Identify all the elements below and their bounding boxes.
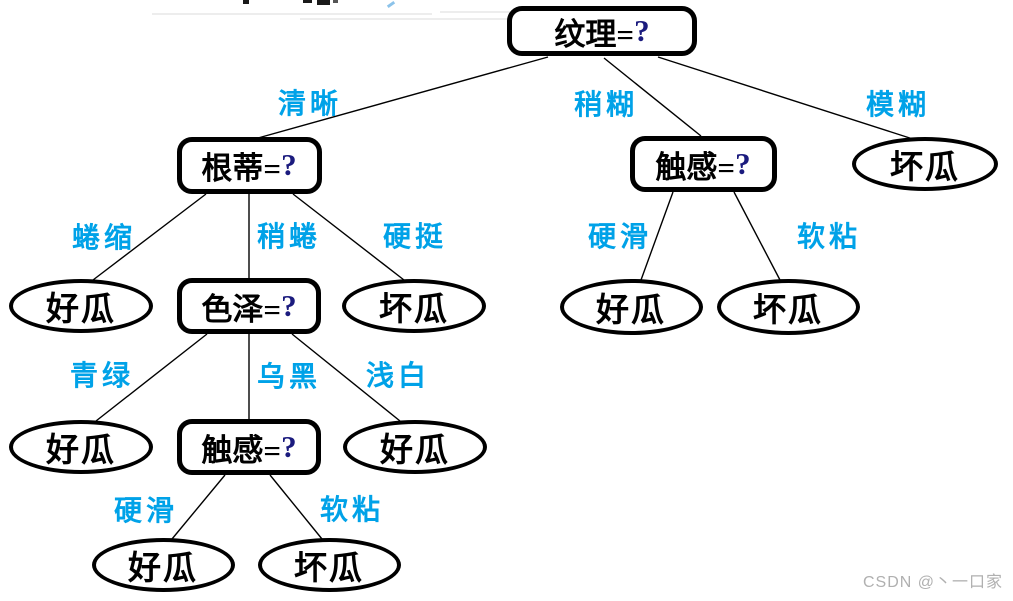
leaf-node-bad-melon-softsticky-bottom: 坏瓜 — [257, 538, 401, 592]
cropped-underline-artifact — [152, 13, 432, 15]
node-label: 坏瓜 — [890, 150, 960, 186]
leaf-node-good-melon-lightwhite: 好瓜 — [343, 420, 487, 474]
tree-edge-green — [95, 333, 208, 422]
branch-label-hard-smooth-right: 硬滑 — [587, 222, 653, 253]
branch-label-curled: 蜷缩 — [71, 223, 137, 254]
leaf-node-bad-melon-blurry: 坏瓜 — [852, 137, 998, 191]
leaf-node-good-melon-hardsmooth-right: 好瓜 — [559, 279, 703, 335]
branch-label-green: 青绿 — [69, 361, 135, 392]
tree-edge-hard-smooth-right — [640, 191, 674, 281]
tree-edge-blurry — [657, 56, 917, 141]
node-label: 坏瓜 — [294, 551, 364, 587]
decision-node-touch-mid: 触感=? — [177, 419, 321, 475]
node-label: 好瓜 — [380, 433, 450, 469]
node-label: 色泽= — [201, 291, 282, 327]
cropped-text-artifact — [303, 0, 312, 3]
tree-edge-clear — [257, 56, 549, 139]
node-label: 好瓜 — [128, 551, 198, 587]
node-label: 好瓜 — [596, 293, 666, 329]
branch-label-soft-sticky-right: 软粘 — [796, 222, 862, 253]
tree-edge-soft-sticky-bottom — [269, 474, 323, 540]
cropped-text-artifact — [333, 0, 338, 3]
cropped-text-artifact — [243, 0, 249, 4]
question-mark: ? — [281, 429, 297, 464]
branch-label-slightly-blurry: 稍糊 — [573, 90, 639, 121]
branch-label-slightly-curled: 稍蜷 — [256, 222, 322, 253]
decision-node-texture: 纹理=? — [507, 6, 697, 56]
tree-edge-curled — [92, 193, 207, 281]
question-mark: ? — [281, 147, 297, 182]
node-label: 坏瓜 — [379, 292, 449, 328]
csdn-watermark: CSDN @丶一口家 — [862, 574, 1003, 591]
leaf-node-bad-melon-stiff: 坏瓜 — [342, 279, 486, 333]
cropped-text-artifact — [317, 0, 330, 5]
leaf-node-good-melon-curled: 好瓜 — [9, 279, 153, 333]
tree-edge-light-white — [291, 333, 401, 422]
node-label: 触感= — [201, 432, 282, 468]
branch-label-black: 乌黑 — [256, 362, 322, 393]
leaf-node-bad-melon-softsticky-right: 坏瓜 — [716, 279, 860, 335]
question-mark: ? — [735, 146, 751, 181]
leaf-node-good-melon-hardsmooth-bottom: 好瓜 — [91, 538, 235, 592]
tree-edge-soft-sticky-right — [733, 191, 781, 281]
branch-label-clear: 清晰 — [277, 89, 343, 120]
tree-edge-slightly-blurry — [603, 57, 702, 137]
tree-edge-stiff — [292, 193, 405, 281]
branch-label-soft-sticky-bottom: 软粘 — [319, 495, 385, 526]
node-label: 好瓜 — [46, 433, 116, 469]
node-label: 根蒂= — [201, 150, 282, 186]
question-mark: ? — [281, 288, 297, 323]
cropped-underline-artifact — [300, 18, 660, 20]
decision-node-color: 色泽=? — [177, 278, 321, 334]
decision-node-root-stem: 根蒂=? — [176, 136, 322, 194]
question-mark: ? — [634, 13, 650, 48]
node-label: 触感= — [655, 149, 736, 185]
branch-label-blurry: 模糊 — [865, 90, 931, 121]
tree-edge-hard-smooth-bottom — [171, 474, 226, 540]
node-label: 好瓜 — [46, 292, 116, 328]
branch-label-hard-smooth-bottom: 硬滑 — [113, 496, 179, 527]
leaf-node-good-melon-green: 好瓜 — [9, 420, 153, 474]
branch-label-stiff: 硬挺 — [382, 222, 448, 253]
decision-node-touch-right: 触感=? — [629, 136, 777, 192]
node-label: 纹理= — [554, 16, 635, 52]
node-label: 坏瓜 — [753, 293, 823, 329]
branch-label-light-white: 浅白 — [365, 361, 431, 392]
